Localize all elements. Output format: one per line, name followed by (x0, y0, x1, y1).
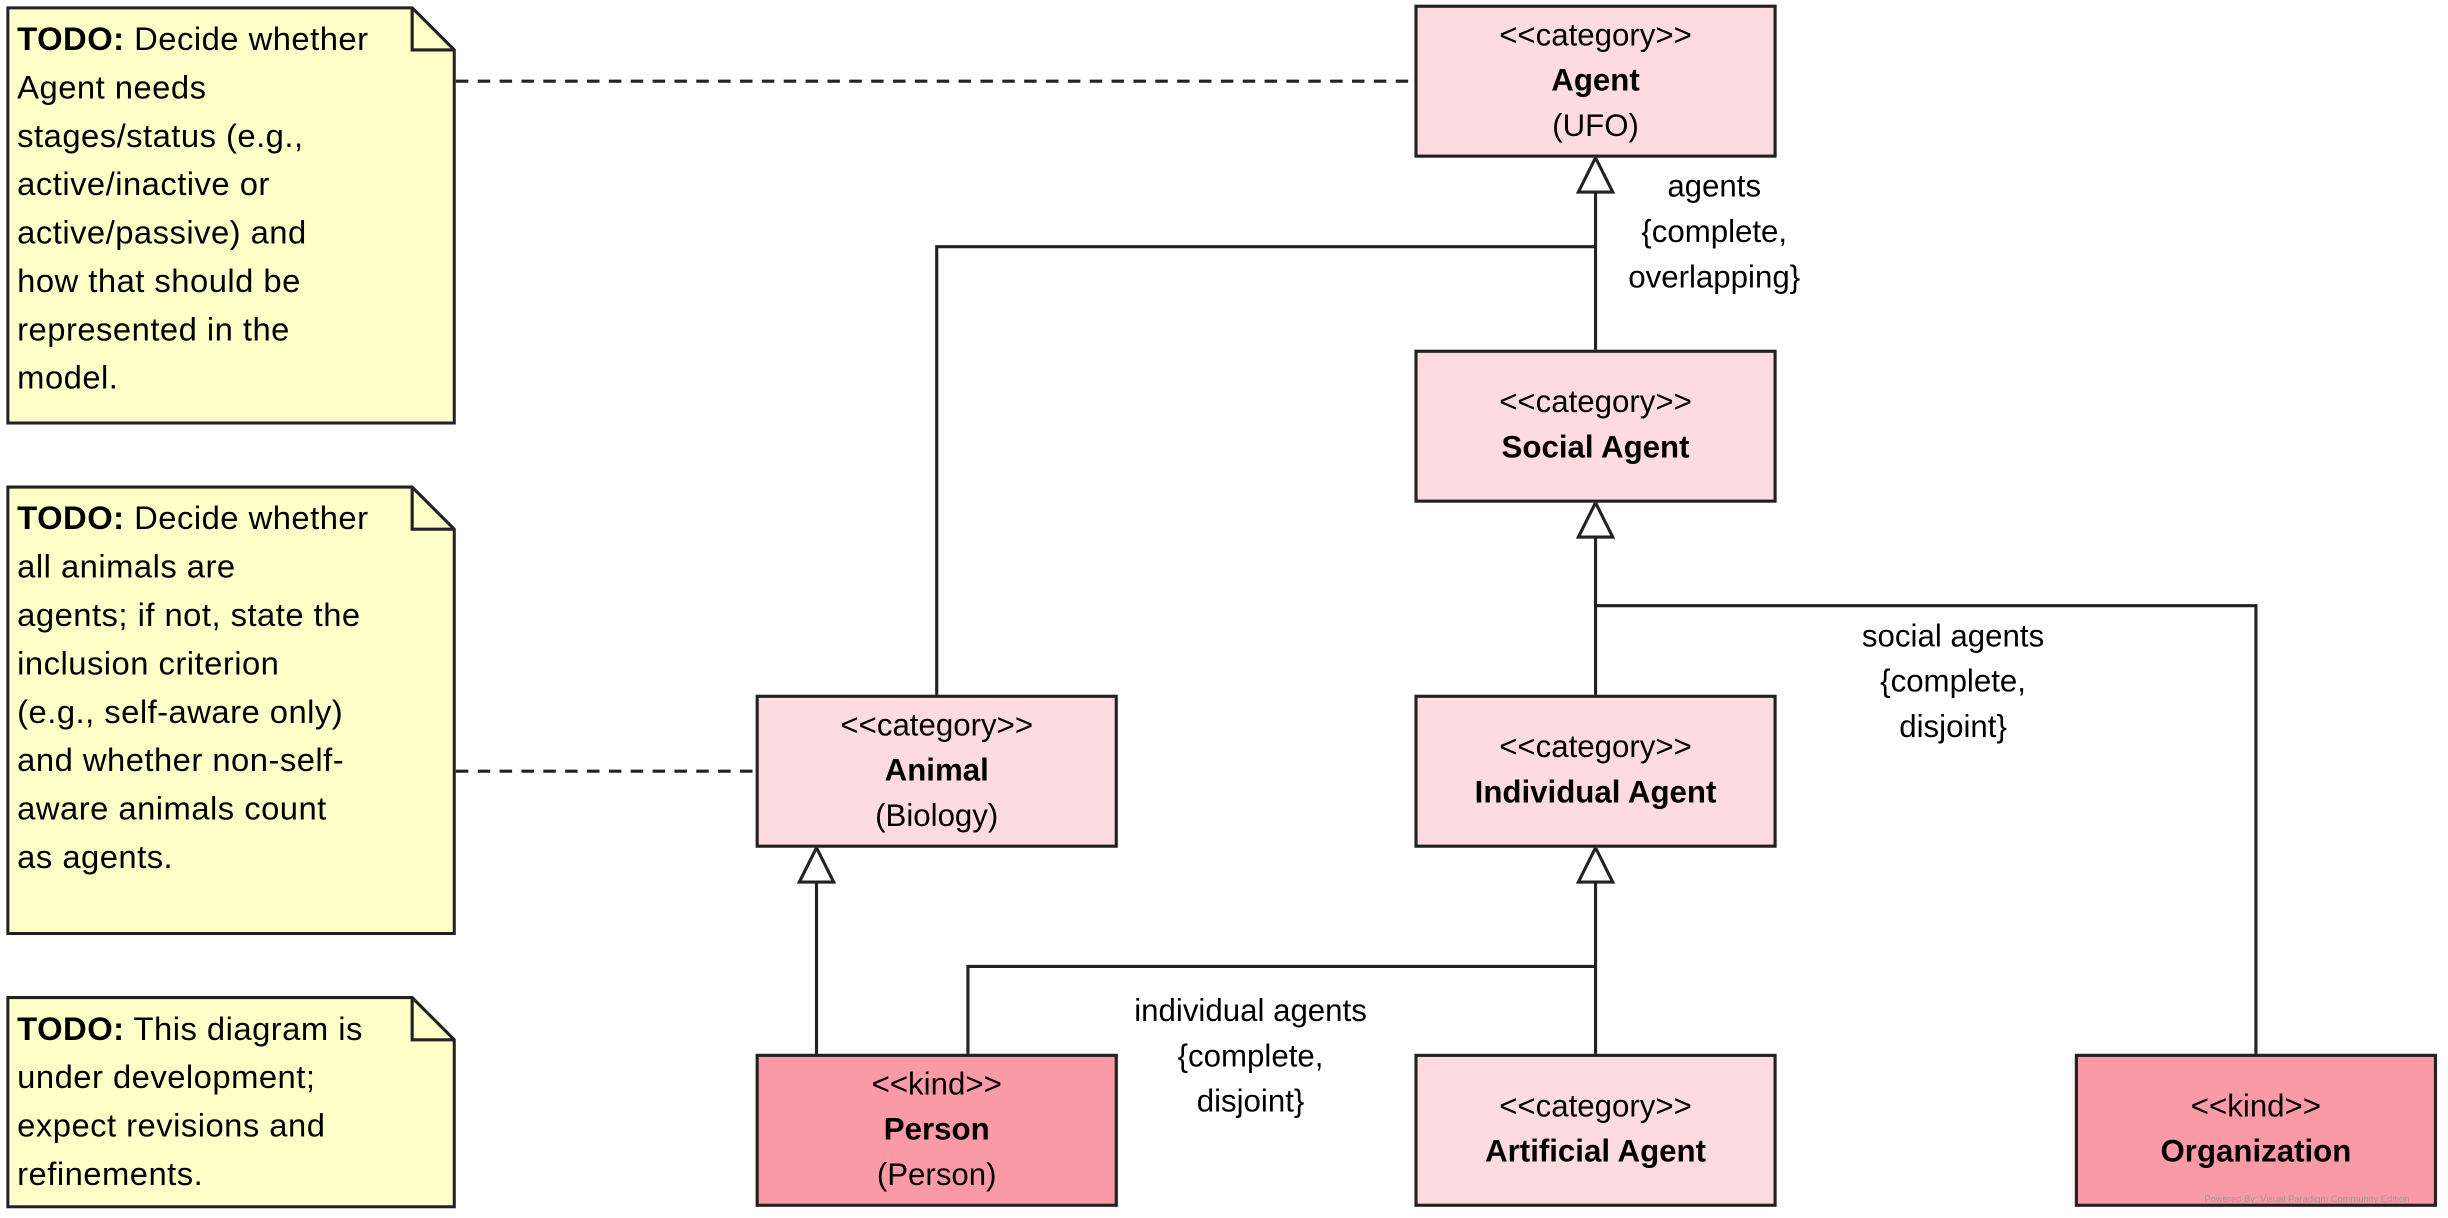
watermark: Powered By: Visual Paradigm Community Ed… (2204, 1195, 2410, 1206)
genset-label-individual-agents: individual agents {complete, disjoint} (1134, 994, 1367, 1120)
todo-note-animal-agents: TODO: Decide whether all animals are age… (6, 485, 456, 936)
class-package: (Person) (876, 1157, 997, 1192)
class-social-agent[interactable]: <<category>> Social Agent (1414, 349, 1777, 503)
generalization-arrowhead-individual-agent (1575, 844, 1616, 884)
note-text: TODO: This diagram is under development;… (17, 1011, 363, 1193)
note-shape (6, 996, 456, 1209)
class-stereotype: <<category>> (1499, 730, 1692, 765)
generalization-line-person-individual (966, 964, 1596, 1056)
class-stereotype: <<kind>> (871, 1067, 1002, 1102)
generalization-line-animal (935, 245, 1596, 697)
generalization-arrowhead-animal (796, 844, 837, 884)
class-name: Organization (2160, 1134, 2352, 1170)
class-person[interactable]: <<kind>> Person (Person) (755, 1053, 1118, 1207)
class-artificial-agent[interactable]: <<category>> Artificial Agent (1414, 1053, 1777, 1207)
note-shape (6, 6, 456, 425)
genset-label-agents: agents {complete, overlapping} (1628, 170, 1801, 296)
class-agent[interactable]: <<category>> Agent (UFO) (1414, 4, 1777, 158)
class-name: Person (883, 1112, 990, 1147)
class-stereotype: <<kind>> (2190, 1089, 2322, 1125)
class-stereotype: <<category>> (1499, 17, 1692, 53)
class-package: (UFO) (1552, 108, 1639, 143)
class-stereotype: <<category>> (1499, 1089, 1692, 1125)
generalization-line-organization (1595, 604, 2258, 1056)
class-individual-agent[interactable]: <<category>> Individual Agent (1414, 694, 1777, 848)
class-name: Social Agent (1501, 430, 1690, 466)
class-animal[interactable]: <<category>> Animal (Biology) (755, 694, 1118, 848)
note-shape (6, 485, 456, 936)
class-stereotype: <<category>> (840, 708, 1034, 743)
note-text: TODO: Decide whether all animals are age… (17, 501, 369, 876)
todo-note-under-development: TODO: This diagram is under development;… (6, 996, 456, 1209)
todo-note-agent-status: TODO: Decide whether Agent needs stages/… (6, 6, 456, 425)
genset-label-social-agents: social agents {complete, disjoint} (1861, 619, 2045, 745)
class-name: Individual Agent (1474, 775, 1717, 811)
class-package: (Biology) (875, 798, 999, 833)
class-name: Animal (884, 753, 989, 788)
note-text: TODO: Decide whether Agent needs stages/… (17, 21, 369, 397)
class-organization[interactable]: <<kind>> Organization (2074, 1053, 2438, 1207)
class-name: Agent (1551, 63, 1640, 98)
generalization-arrowhead-agent (1575, 154, 1616, 194)
class-name: Artificial Agent (1485, 1134, 1707, 1170)
generalization-arrowhead-social-agent (1575, 499, 1616, 539)
class-stereotype: <<category>> (1499, 385, 1692, 420)
